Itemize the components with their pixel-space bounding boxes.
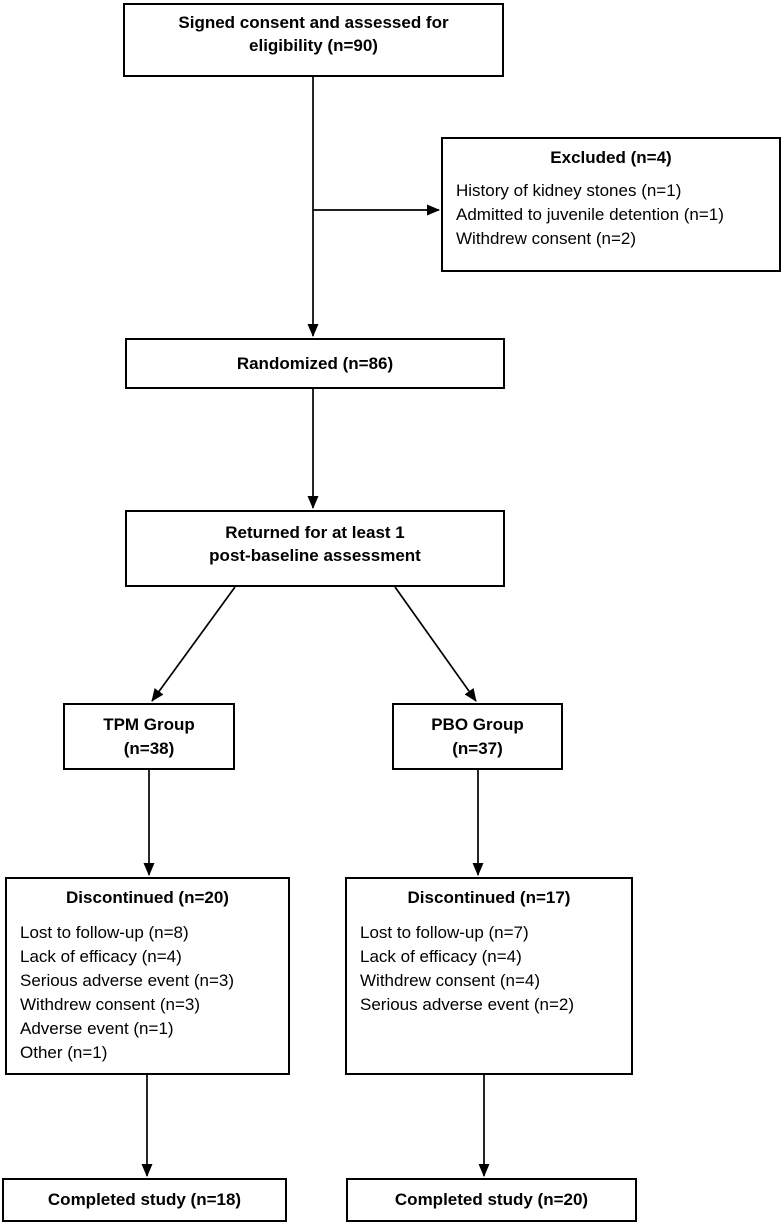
pbo-discontinued-reason: Lack of efficacy (n=4) — [360, 947, 522, 966]
tpm-completed-label: Completed study (n=18) — [47, 1190, 242, 1209]
consent-line1: Signed consent and assessed for — [178, 13, 449, 32]
tpm-discontinued-box: Discontinued (n=20) Lost to follow-up (n… — [5, 877, 290, 1075]
pbo-discontinued-reasons: Lost to follow-up (n=7) Lack of efficacy… — [360, 921, 631, 1017]
returned-line2: post-baseline assessment — [209, 546, 421, 565]
pbo-discontinued-reason: Serious adverse event (n=2) — [360, 995, 575, 1014]
pbo-completed-box: Completed study (n=20) — [346, 1178, 637, 1222]
tpm-discontinued-reason: Withdrew consent (n=3) — [20, 995, 200, 1014]
tpm-discontinued-reason: Lack of efficacy (n=4) — [20, 947, 182, 966]
pbo-discontinued-box: Discontinued (n=17) Lost to follow-up (n… — [345, 877, 633, 1075]
randomized-label: Randomized (n=86) — [236, 353, 394, 373]
pbo-discontinued-reason: Withdrew consent (n=4) — [360, 971, 540, 990]
excluded-title: Excluded (n=4) — [550, 148, 672, 167]
tpm-discontinued-reasons: Lost to follow-up (n=8) Lack of efficacy… — [20, 921, 288, 1065]
pbo-group-line2: (n=37) — [452, 738, 503, 758]
returned-box: Returned for at least 1 post-baseline as… — [125, 510, 505, 587]
excluded-reason: Withdrew consent (n=2) — [456, 229, 636, 248]
pbo-completed-label: Completed study (n=20) — [394, 1190, 589, 1209]
tpm-discontinued-reason: Lost to follow-up (n=8) — [20, 923, 189, 942]
tpm-discontinued-title: Discontinued (n=20) — [66, 888, 229, 907]
randomized-box: Randomized (n=86) — [125, 338, 505, 389]
pbo-discontinued-title: Discontinued (n=17) — [407, 888, 571, 907]
tpm-discontinued-reason: Other (n=1) — [20, 1043, 108, 1062]
tpm-discontinued-reason: Adverse event (n=1) — [20, 1019, 174, 1038]
arrow-returned-to-pbo — [394, 586, 477, 702]
tpm-group-line2: (n=38) — [123, 738, 175, 758]
returned-line1: Returned for at least 1 — [225, 523, 405, 542]
tpm-completed-box: Completed study (n=18) — [2, 1178, 287, 1222]
excluded-reason: History of kidney stones (n=1) — [456, 181, 682, 200]
consent-box: Signed consent and assessed for eligibil… — [123, 3, 504, 77]
excluded-box: Excluded (n=4) History of kidney stones … — [441, 137, 781, 272]
tpm-group-box: TPM Group (n=38) — [63, 703, 235, 770]
pbo-discontinued-reason: Lost to follow-up (n=7) — [360, 923, 529, 942]
arrow-returned-to-tpm — [151, 586, 236, 702]
pbo-group-line1: PBO Group — [431, 714, 524, 734]
tpm-group-line1: TPM Group — [103, 714, 195, 734]
consent-line2: eligibility (n=90) — [249, 36, 378, 55]
pbo-group-box: PBO Group (n=37) — [392, 703, 563, 770]
tpm-discontinued-reason: Serious adverse event (n=3) — [20, 971, 235, 990]
excluded-reasons: History of kidney stones (n=1) Admitted … — [456, 179, 779, 251]
excluded-reason: Admitted to juvenile detention (n=1) — [456, 205, 724, 224]
